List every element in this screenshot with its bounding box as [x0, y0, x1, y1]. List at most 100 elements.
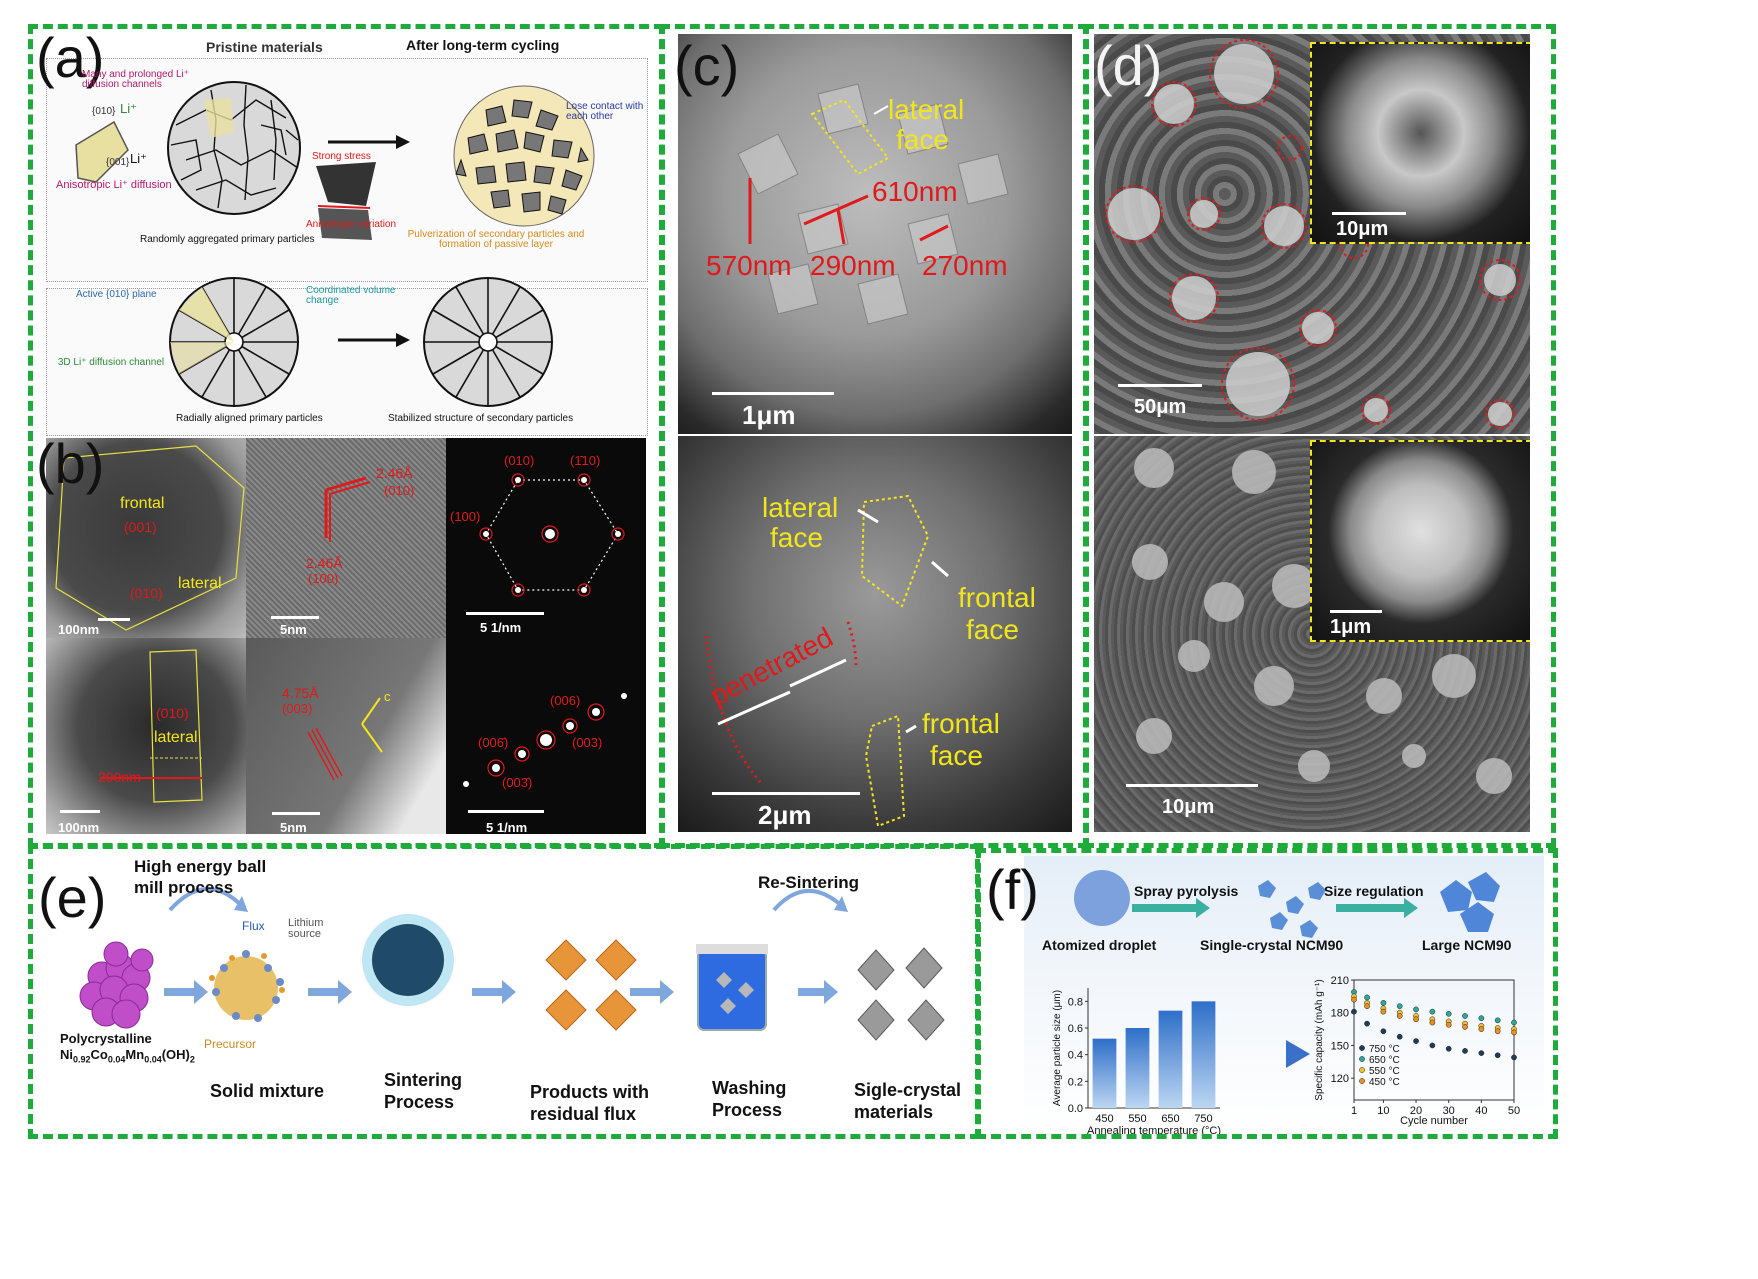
scale-saed-b: 5 1/nm	[486, 820, 528, 834]
saed-010: (010)	[504, 453, 535, 468]
panel-e-letter: (e)	[38, 866, 107, 929]
bar-mark	[1158, 1010, 1183, 1108]
capacity-point	[1413, 1006, 1419, 1013]
atomized-label: Atomized droplet	[1042, 937, 1157, 953]
panel-b-letter-wrap: (b)	[36, 436, 116, 496]
diffusion3d-label: 3D Li⁺ diffusion channel	[57, 357, 165, 368]
capacity-x-tick-label: 10	[1377, 1105, 1389, 1117]
capacity-point	[1429, 1019, 1436, 1026]
saed-003-bar: (003̄)	[502, 775, 533, 790]
sem-inset-d-top: 10μm	[1310, 42, 1530, 244]
active-plane-label: Active {010} plane	[76, 289, 157, 300]
sintering-label: Sintering Process	[384, 1070, 463, 1112]
measure-570nm: 570nm	[706, 250, 792, 281]
coordinated-label: Coordinated volume change	[306, 285, 396, 306]
sem-image-d-top: 10μm 50μm	[1094, 34, 1530, 434]
capacity-point	[1364, 1003, 1370, 1010]
poly-co-sub: 0.04	[107, 1054, 126, 1065]
stabilized-caption: Stabilized structure of secondary partic…	[388, 413, 574, 424]
cycling-title: After long-term cycling	[406, 37, 560, 53]
solid-mixture-label: Solid mixture	[210, 1081, 325, 1101]
panel-f-letter: (f)	[986, 858, 1039, 921]
frontal-lateral-label: lateral	[178, 575, 222, 592]
capacity-point	[1380, 1008, 1387, 1015]
c-bottom-lateral-label: lateral	[762, 492, 839, 523]
capacity-point	[1429, 1008, 1436, 1015]
sem-image-c-bottom: lateral face frontal face penetrated fro…	[678, 436, 1072, 832]
scale-bar-inset-d-bottom	[1330, 610, 1382, 613]
capacity-point	[1380, 1000, 1387, 1006]
capacity-legend-marker	[1359, 1067, 1365, 1073]
d-spacing-2-plane: (100)	[308, 571, 339, 586]
panel-f: Spray pyrolysis Size regulation Atomized…	[1024, 856, 1544, 1134]
c-bottom-face-label-2: face	[966, 614, 1019, 645]
anisotropic-label: Anisotropic Li⁺ diffusion	[56, 179, 172, 191]
hrtem-image-1: 2.46Å (010) 2.46Å (100) 5nm	[246, 438, 446, 638]
capacity-point	[1478, 1015, 1485, 1022]
tem-image-lateral: (010) lateral 200nm 100nm	[46, 638, 246, 834]
random-caption: Randomly aggregated primary particles	[140, 234, 315, 245]
scale-100nm-a: 100nm	[58, 622, 100, 637]
plane-010-label: {010}	[92, 106, 116, 117]
capacity-point	[1445, 1021, 1452, 1028]
scale-2um-c: 2μm	[758, 800, 812, 830]
capacity-legend-label: 750 °C	[1369, 1044, 1400, 1055]
capacity-legend-marker	[1359, 1045, 1365, 1051]
strong-stress-label: Strong stress	[312, 151, 371, 162]
frame-panel-f	[976, 848, 1558, 1139]
pulverization-label: Pulverization of secondary particles and…	[407, 229, 585, 250]
c-top-face-label: face	[896, 124, 949, 155]
poly-co: Co	[90, 1047, 108, 1062]
size-regulation-label: Size regulation	[1324, 883, 1424, 899]
capacity-y-tick-label: 180	[1331, 1008, 1349, 1020]
capacity-y-label: Specific capacity (mAh g⁻¹)	[1314, 979, 1325, 1100]
panel-d-letter: (d)	[1094, 38, 1163, 97]
li-label-bottom: Li⁺	[130, 151, 147, 166]
poly-formula: Ni0.92Co0.04Mn0.04(OH)2	[60, 1048, 195, 1065]
diffusion-channels-label: Many and prolonged Li⁺ diffusion channel…	[82, 69, 190, 90]
c-axis-label: c	[384, 689, 391, 704]
capacity-point	[1413, 1038, 1419, 1044]
saed-110: (1̄10)	[570, 453, 601, 468]
products-label: Products with residual flux	[530, 1082, 650, 1124]
bar-mark	[1092, 1038, 1117, 1108]
scale-5nm-a: 5nm	[280, 622, 307, 637]
capacity-point	[1429, 1042, 1436, 1049]
capacity-y-tick-label: 210	[1331, 975, 1349, 987]
panel-a-letter: (a)	[36, 26, 105, 89]
sem-image-c-top: lateral face 610nm 570nm 290nm 270nm 1μm	[678, 34, 1072, 434]
capacity-point	[1494, 1052, 1501, 1059]
bar-y-tick-label: 0.4	[1068, 1050, 1083, 1062]
lose-contact-label: Lose contact with each other	[566, 101, 644, 122]
capacity-y-tick-label: 150	[1331, 1040, 1349, 1052]
frontal-010-label: (010)	[130, 585, 163, 601]
frame-panel-d	[1084, 24, 1556, 848]
bar-y-tick-label: 0.6	[1068, 1023, 1083, 1035]
bar-mark	[1191, 1001, 1216, 1108]
capacity-point	[1380, 1028, 1387, 1035]
d-spacing-3: 4.75Å	[282, 685, 319, 701]
plane-001-label: {001}	[106, 157, 130, 168]
capacity-point	[1462, 1013, 1468, 1019]
poly-ni-sub: 0.92	[73, 1054, 91, 1065]
capacity-point	[1511, 1019, 1517, 1026]
capacity-x-label: Cycle number	[1400, 1115, 1468, 1127]
poly-mn-sub: 0.04	[144, 1054, 162, 1065]
capacity-axes-box	[1353, 979, 1515, 1101]
bar-y-tick-label: 0.0	[1068, 1103, 1083, 1115]
single-ncm-label: Single-crystal NCM90	[1200, 937, 1344, 953]
resintering-label: Re-Sintering	[758, 873, 860, 892]
bar-y-tick-label: 0.2	[1068, 1076, 1083, 1088]
li-label-top: Li⁺	[120, 101, 137, 116]
capacity-point	[1364, 1020, 1370, 1027]
capacity-x-tick-label: 30	[1443, 1105, 1455, 1117]
bar-y-label: Average particle size (μm)	[1052, 990, 1063, 1106]
capacity-point	[1511, 1029, 1517, 1036]
poly-ni: Ni	[60, 1047, 73, 1062]
bar-mark	[1125, 1028, 1150, 1108]
scale-bar-inset-d-top	[1332, 212, 1406, 215]
bar-y-tick-label: 0.8	[1068, 996, 1083, 1008]
bar-x-tick-label: 750	[1194, 1113, 1212, 1125]
saed-006: (006)	[550, 693, 581, 708]
